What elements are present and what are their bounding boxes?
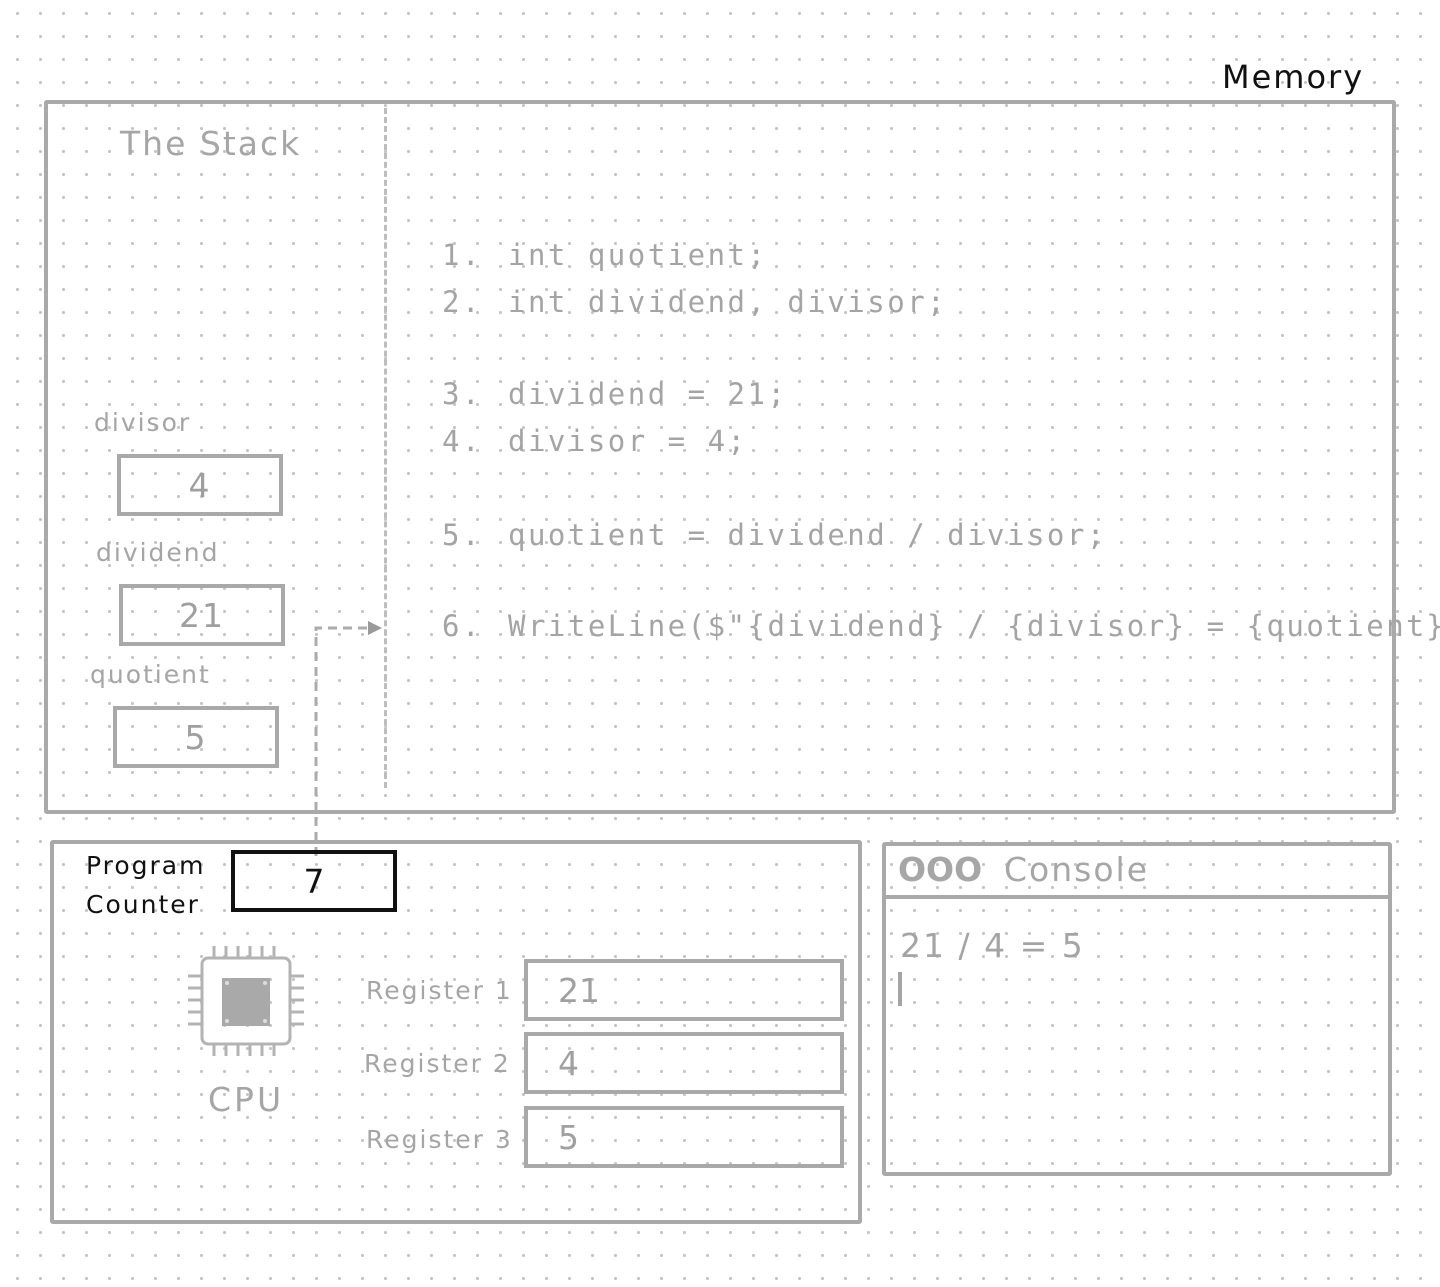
stack-var-value-dividend: 21: [179, 595, 225, 635]
code-line-6: 6. WriteLine($"{dividend} / {divisor} = {…: [442, 609, 1440, 643]
code-line-text: quotient = dividend / divisor;: [508, 518, 1107, 552]
code-line-text: int quotient;: [508, 238, 768, 272]
register-2-value: 4: [558, 1043, 579, 1083]
code-line-number: 2.: [442, 285, 482, 319]
register-1-box: 21: [524, 959, 844, 1021]
stack-var-label-dividend: dividend: [96, 538, 220, 567]
register-1-label: Register 1: [366, 976, 513, 1005]
code-line-number: 1.: [442, 238, 482, 272]
register-1-value: 21: [558, 970, 600, 1010]
console-header-divider: [882, 895, 1392, 899]
memory-panel: [44, 100, 1396, 814]
cpu-label: CPU: [208, 1080, 285, 1119]
program-counter-label-line1: Program: [86, 851, 206, 880]
code-line-text: divisor = 4;: [508, 424, 748, 458]
register-3-label: Register 3: [366, 1125, 513, 1154]
program-counter-box: 7: [231, 850, 397, 912]
register-2-box: 4: [524, 1032, 844, 1094]
code-line-number: 4.: [442, 424, 482, 458]
stack-var-label-quotient: quotient: [90, 660, 211, 689]
program-counter-value: 7: [303, 861, 325, 901]
stack-var-box-divisor: 4: [117, 454, 283, 516]
cpu-chip-icon: [188, 946, 304, 1056]
stack-title: The Stack: [120, 124, 302, 163]
code-line-5: 5. quotient = dividend / divisor;: [442, 518, 1107, 552]
memory-title: Memory: [1222, 58, 1365, 96]
console-title: Console: [1004, 850, 1150, 889]
stack-divider: [384, 108, 387, 788]
console-window: [882, 842, 1392, 1176]
program-counter-pointer-arrow: [314, 621, 382, 856]
code-line-2: 2. int dividend, divisor;: [442, 285, 947, 319]
stack-var-box-dividend: 21: [119, 584, 285, 646]
register-3-box: 5: [524, 1106, 844, 1168]
code-line-1: 1. int quotient;: [442, 238, 767, 272]
register-2-label: Register 2: [364, 1049, 511, 1078]
window-buttons-icon[interactable]: OOO: [898, 850, 983, 889]
code-line-text: dividend = 21;: [508, 377, 788, 411]
code-line-text: int dividend, divisor;: [508, 285, 948, 319]
stack-var-value-divisor: 4: [188, 465, 212, 505]
program-counter-label-line2: Counter: [86, 890, 200, 919]
stack-var-value-quotient: 5: [184, 717, 208, 757]
code-line-number: 6.: [442, 609, 482, 643]
stack-var-label-divisor: divisor: [94, 408, 192, 437]
code-line-number: 3.: [442, 377, 482, 411]
stack-var-box-quotient: 5: [113, 706, 279, 768]
code-line-text: WriteLine($"{dividend} / {divisor} = {qu…: [508, 609, 1440, 643]
console-text-cursor[interactable]: [898, 972, 902, 1006]
program-counter-label: Program Counter: [86, 846, 205, 924]
code-line-4: 4. divisor = 4;: [442, 424, 748, 458]
register-3-value: 5: [558, 1117, 579, 1157]
code-line-3: 3. dividend = 21;: [442, 377, 787, 411]
console-output: 21 / 4 = 5: [900, 926, 1085, 965]
code-line-number: 5.: [442, 518, 482, 552]
cpu-panel: [50, 840, 862, 1224]
